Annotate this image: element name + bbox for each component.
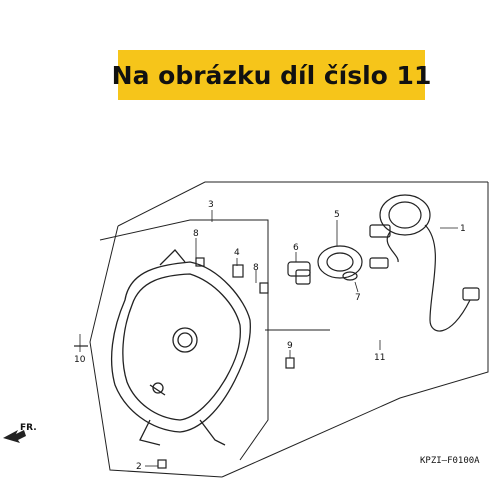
callout-6: 6 [293,243,299,253]
front-marker: FR. [20,423,37,433]
headlight-assembly [110,249,251,446]
callout-3: 3 [208,200,214,210]
callout-8b: 8 [253,263,259,273]
callout-1: 1 [460,224,466,234]
bulb-parts [74,194,480,469]
callout-2: 2 [136,462,142,472]
callout-10: 10 [74,355,86,365]
callout-7: 7 [355,293,361,303]
title-banner: Na obrázku díl číslo 11 [112,50,431,100]
diagram-code: KPZI–F0100A [420,456,480,466]
callout-9: 9 [287,341,293,351]
callout-5: 5 [334,210,340,220]
callout-8a: 8 [193,229,199,239]
front-arrow-icon [3,430,26,443]
banner-text: Na obrázku díl číslo 11 [111,60,432,90]
callout-11: 11 [374,353,385,363]
leader-lines [79,210,458,467]
assembly-frame [89,181,489,478]
callout-4: 4 [234,248,240,258]
